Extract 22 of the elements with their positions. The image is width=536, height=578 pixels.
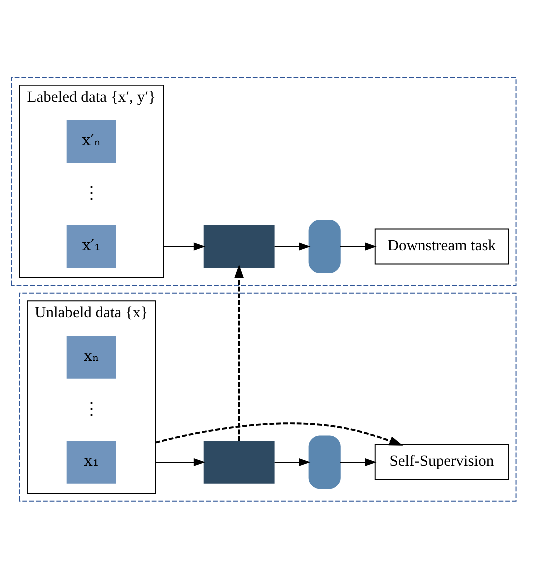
cluster xyxy=(11,76,517,286)
arrow xyxy=(274,242,311,250)
arrow xyxy=(274,458,311,466)
node-box xyxy=(308,435,341,489)
node-box xyxy=(308,220,341,273)
label: ⋮ xyxy=(83,398,100,418)
node-box: x₁ xyxy=(66,440,116,484)
node-box: Downstream task xyxy=(374,228,509,264)
node-box: xₙ xyxy=(66,336,116,378)
node-box: x′₁ xyxy=(66,224,116,268)
arrow xyxy=(156,422,404,446)
node-box: x′ₙ xyxy=(66,120,116,163)
arrow xyxy=(340,242,377,250)
arrow xyxy=(155,458,206,466)
label: ⋮ xyxy=(83,182,100,202)
node-trapezoid xyxy=(204,440,275,484)
arrow xyxy=(234,264,244,441)
node-box: Self-Supervision xyxy=(374,444,509,480)
arrow xyxy=(163,242,206,250)
cluster xyxy=(19,292,517,502)
arrow xyxy=(340,458,377,466)
node-trapezoid xyxy=(204,224,275,268)
